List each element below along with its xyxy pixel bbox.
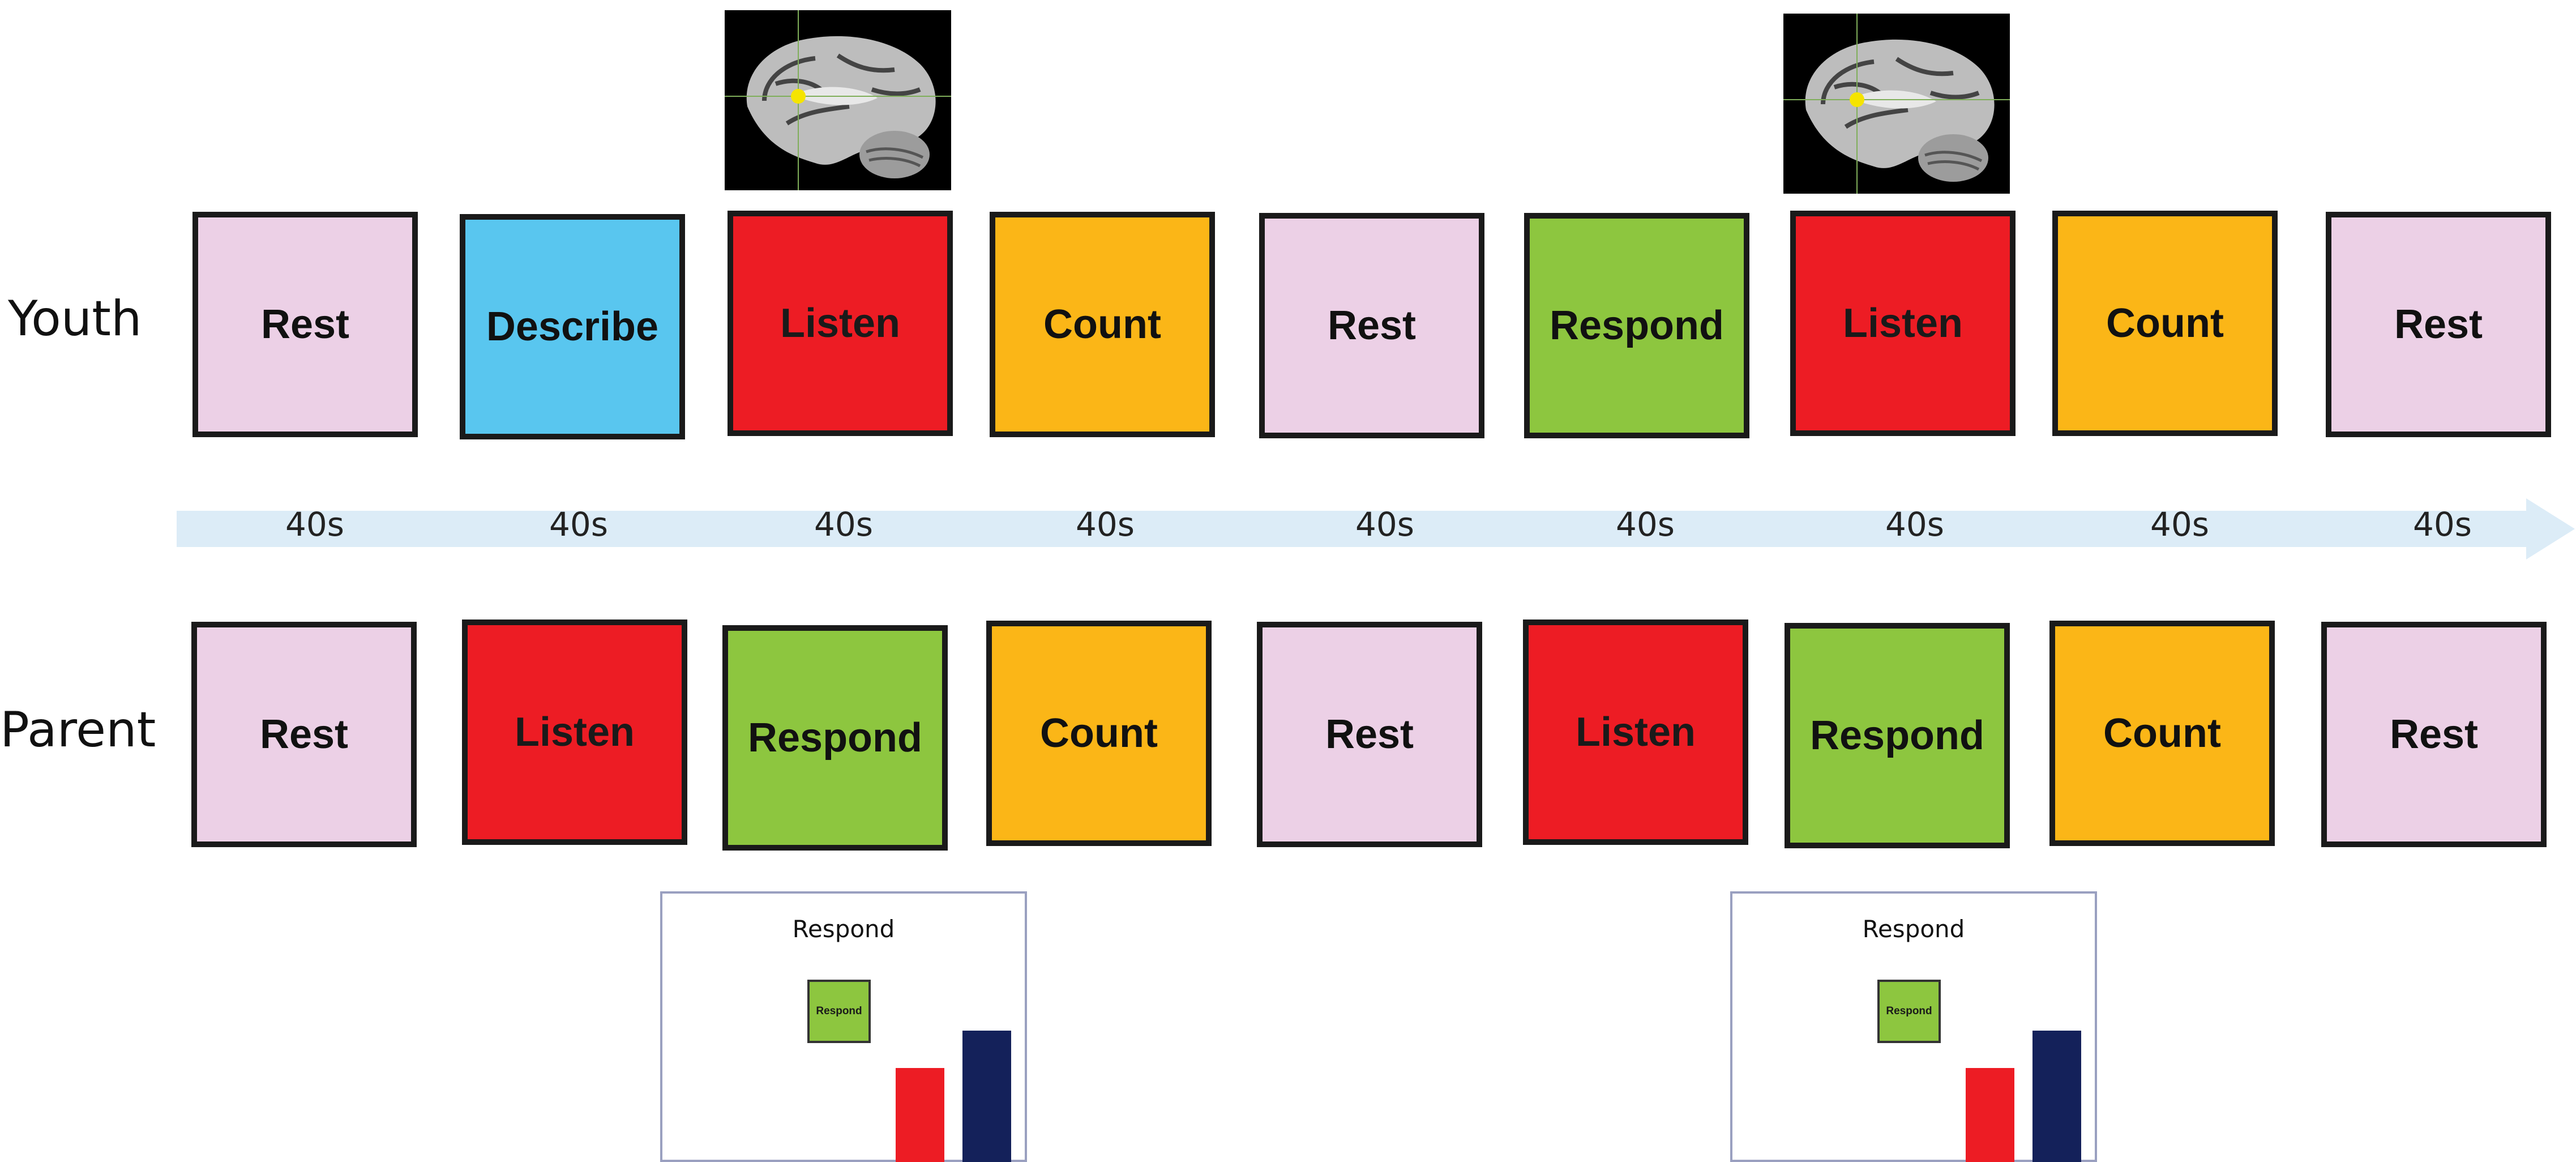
block-label: Count xyxy=(1043,302,1161,347)
block-label: Rest xyxy=(2389,712,2479,757)
respond-screen-inset-2: Respond Respond xyxy=(1730,891,2097,1162)
block-label: Rest xyxy=(1327,303,1417,348)
youth-block-rest: Rest xyxy=(1259,213,1484,438)
youth-block-listen: Listen xyxy=(1790,211,2016,436)
respond-screen-inset-1: Respond Respond xyxy=(660,891,1027,1162)
duration-label: 40s xyxy=(549,505,609,544)
parent-block-rest: Rest xyxy=(191,622,417,847)
block-label: Respond xyxy=(747,715,922,761)
parent-block-listen: Listen xyxy=(462,620,687,845)
mini-respond-button: Respond xyxy=(807,980,871,1043)
youth-block-rest: Rest xyxy=(192,212,418,437)
block-label: Describe xyxy=(486,304,659,349)
parent-block-respond: Respond xyxy=(1785,623,2010,848)
youth-block-listen: Listen xyxy=(728,211,953,436)
block-label: Listen xyxy=(1575,710,1696,755)
duration-label: 40s xyxy=(285,505,345,544)
block-label: Rest xyxy=(2394,302,2483,347)
block-label: Respond xyxy=(1809,713,1984,758)
block-label: Count xyxy=(1040,711,1158,756)
block-label: Listen xyxy=(780,301,901,346)
timeline-arrow xyxy=(177,498,2575,559)
row-label-youth: Youth xyxy=(8,290,142,347)
mini-respond-label: Respond xyxy=(1886,1005,1932,1017)
block-label: Rest xyxy=(1325,712,1414,757)
inset-title: Respond xyxy=(1862,915,1965,943)
parent-block-respond: Respond xyxy=(722,625,948,851)
youth-block-count: Count xyxy=(990,212,1215,437)
parent-block-count: Count xyxy=(986,621,1212,846)
mini-respond-label: Respond xyxy=(816,1005,862,1017)
mini-respond-button: Respond xyxy=(1877,980,1941,1043)
navy-bar xyxy=(962,1031,1011,1162)
duration-label: 40s xyxy=(1355,505,1415,544)
block-label: Listen xyxy=(1842,301,1963,346)
youth-block-count: Count xyxy=(2052,211,2278,436)
red-bar xyxy=(1966,1068,2014,1162)
youth-block-rest: Rest xyxy=(2326,212,2551,437)
brain-scan-image-2 xyxy=(1783,14,2010,194)
block-label: Respond xyxy=(1549,303,1724,348)
duration-label: 40s xyxy=(814,505,874,544)
block-label: Count xyxy=(2103,711,2221,756)
inset-title: Respond xyxy=(792,915,895,943)
block-label: Rest xyxy=(260,302,350,347)
parent-block-rest: Rest xyxy=(1257,622,1482,847)
block-label: Rest xyxy=(259,712,349,757)
row-label-parent: Parent xyxy=(0,702,156,758)
duration-label: 40s xyxy=(1075,505,1135,544)
parent-block-listen: Listen xyxy=(1523,620,1748,845)
youth-block-describe: Describe xyxy=(460,214,685,439)
youth-block-respond: Respond xyxy=(1524,213,1749,438)
brain-scan-image-1 xyxy=(725,10,951,190)
block-label: Count xyxy=(2106,301,2224,346)
parent-block-rest: Rest xyxy=(2321,622,2547,847)
duration-label: 40s xyxy=(2412,505,2472,544)
navy-bar xyxy=(2032,1031,2081,1162)
duration-label: 40s xyxy=(1885,505,1945,544)
red-bar xyxy=(896,1068,944,1162)
duration-label: 40s xyxy=(1615,505,1675,544)
parent-block-count: Count xyxy=(2049,621,2275,846)
duration-label: 40s xyxy=(2150,505,2210,544)
block-label: Listen xyxy=(514,710,635,755)
